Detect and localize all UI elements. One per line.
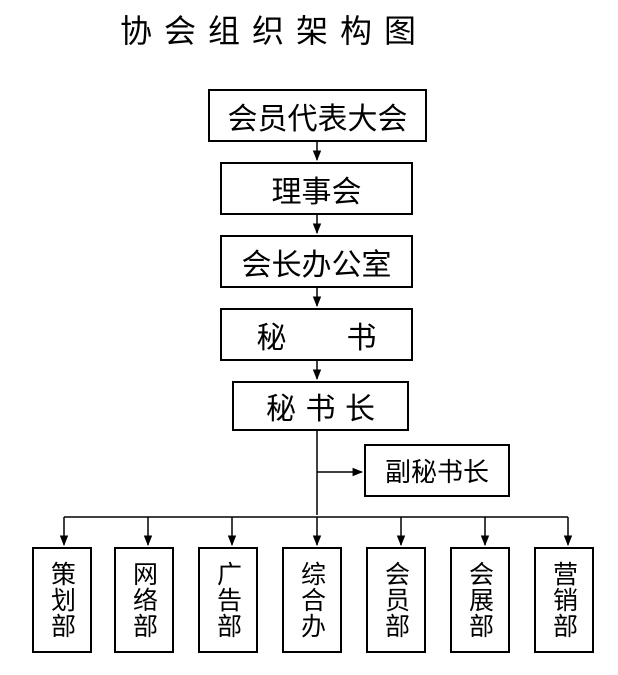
dept-label: 会员部 bbox=[381, 561, 411, 639]
node-council-label: 理事会 bbox=[271, 174, 362, 210]
dept-label: 综合办 bbox=[297, 561, 327, 639]
dept-label: 营销部 bbox=[549, 561, 579, 639]
node-deputy-secretary-general: 副秘书长 bbox=[364, 444, 510, 497]
node-secretary-general: 秘 书 长 bbox=[232, 381, 409, 431]
dept-box: 会员部 bbox=[366, 547, 426, 653]
dept-box: 综合办 bbox=[282, 547, 342, 653]
node-assembly-label: 会员代表大会 bbox=[227, 101, 408, 137]
node-president-office: 会长办公室 bbox=[220, 235, 413, 288]
dept-label: 广告部 bbox=[213, 561, 243, 639]
node-deputy-secretary-general-label: 副秘书长 bbox=[384, 458, 489, 488]
dept-box: 营销部 bbox=[534, 547, 594, 653]
node-secretary-general-label: 秘 书 长 bbox=[265, 392, 376, 427]
node-secretary-label: 秘 书 bbox=[256, 320, 377, 356]
node-secretary: 秘 书 bbox=[220, 308, 413, 361]
dept-label: 会展部 bbox=[465, 561, 495, 639]
node-council: 理事会 bbox=[220, 162, 413, 215]
dept-box: 广告部 bbox=[198, 547, 258, 653]
page-title: 协会组织架构图 bbox=[120, 12, 429, 50]
dept-label: 网络部 bbox=[129, 561, 159, 639]
dept-box: 策划部 bbox=[32, 547, 92, 653]
dept-box: 网络部 bbox=[114, 547, 174, 653]
node-assembly: 会员代表大会 bbox=[208, 89, 427, 142]
dept-box: 会展部 bbox=[450, 547, 510, 653]
node-president-office-label: 会长办公室 bbox=[241, 247, 392, 283]
dept-label: 策划部 bbox=[47, 561, 77, 639]
